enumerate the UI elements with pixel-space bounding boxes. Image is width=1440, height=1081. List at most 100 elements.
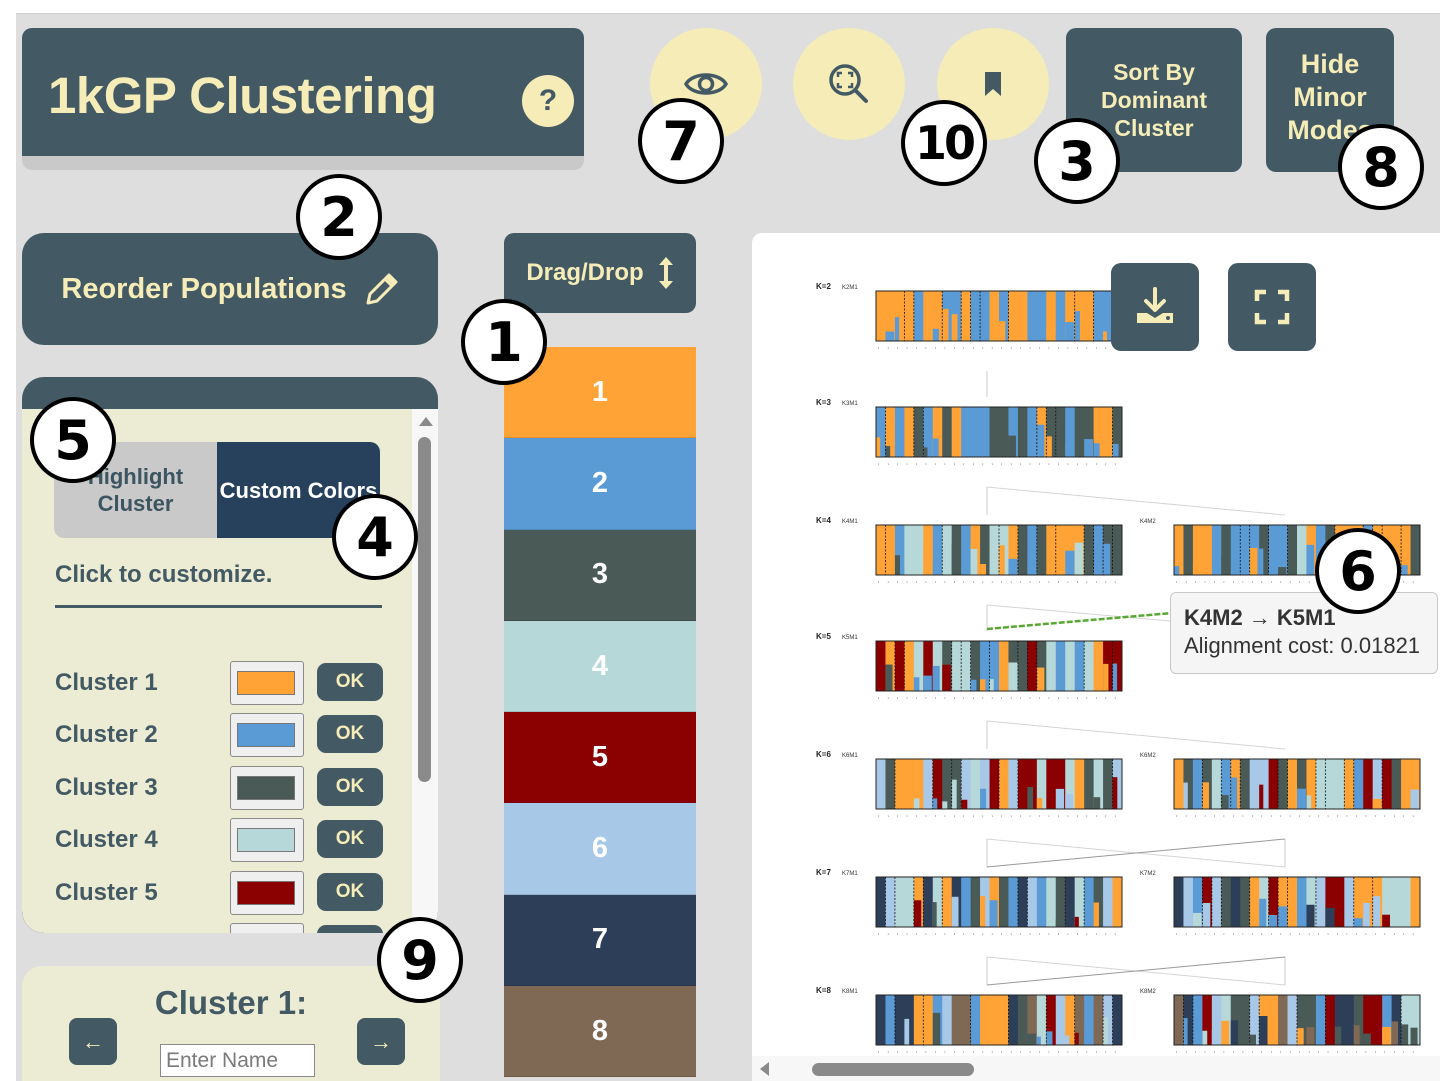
structure-bar xyxy=(970,995,981,1045)
horizontal-scrollbar[interactable] xyxy=(752,1056,1440,1081)
draggable-cluster-item[interactable]: 4 xyxy=(504,620,696,713)
structure-bar-minor xyxy=(1192,912,1202,927)
structure-bar-minor xyxy=(980,317,985,341)
reorder-populations-button[interactable]: Reorder Populations xyxy=(22,233,438,345)
population-tick-label: ʼ xyxy=(1318,816,1319,822)
population-tick-label: ʼ xyxy=(954,464,955,470)
structure-bar xyxy=(1008,995,1019,1045)
structure-bar xyxy=(1297,759,1307,809)
population-tick-label: ʼ xyxy=(878,348,879,354)
population-tick-label: ʼ xyxy=(1280,582,1281,588)
fullscreen-icon xyxy=(1254,289,1290,325)
draggable-cluster-item[interactable]: 3 xyxy=(504,529,696,621)
population-tick-label: ʼ xyxy=(916,1052,917,1056)
structure-bar xyxy=(932,759,943,809)
scrollbar-thumb[interactable] xyxy=(418,437,431,782)
ok-button[interactable]: OK xyxy=(317,873,383,911)
structure-bar-minor xyxy=(970,679,977,691)
draggable-cluster-item[interactable]: 6 xyxy=(504,803,696,895)
previous-cluster-button[interactable]: ← xyxy=(69,1018,117,1065)
structure-bar xyxy=(1065,759,1076,809)
structure-bar xyxy=(1297,525,1307,575)
structure-bar xyxy=(1046,995,1057,1045)
callout-badge: 6 xyxy=(1315,528,1401,614)
color-picker[interactable] xyxy=(230,923,304,933)
draggable-cluster-item[interactable]: 7 xyxy=(504,894,696,987)
structure-bar xyxy=(1259,759,1270,809)
structure-bar xyxy=(1249,995,1260,1045)
color-picker[interactable] xyxy=(230,818,304,862)
divider xyxy=(55,605,382,608)
scroll-up-arrow-icon[interactable] xyxy=(419,417,433,426)
color-picker[interactable] xyxy=(230,871,304,915)
population-tick-label: ʼ xyxy=(1403,582,1404,588)
population-tick-label: ʼ xyxy=(963,816,964,822)
draggable-cluster-item[interactable]: 8 xyxy=(504,986,696,1078)
structure-bar xyxy=(1008,759,1019,809)
population-tick-label: ʼ xyxy=(878,582,879,588)
population-tick-label: ʼ xyxy=(1176,582,1177,588)
structure-bar xyxy=(932,525,943,575)
population-tick-label: ʼ xyxy=(973,348,974,354)
structure-bar xyxy=(961,291,972,341)
population-tick-label: ʼ xyxy=(1048,934,1049,940)
tooltip-alignment-cost: Alignment cost: 0.01821 xyxy=(1184,633,1421,658)
structure-bar xyxy=(1084,641,1095,691)
help-button[interactable]: ? xyxy=(522,75,574,127)
bookmark-button[interactable] xyxy=(937,28,1049,140)
structure-bar xyxy=(1027,291,1038,341)
structure-bar xyxy=(1112,995,1123,1045)
population-tick-label: ʼ xyxy=(963,698,964,704)
structure-bar xyxy=(1084,291,1095,341)
next-cluster-button[interactable]: → xyxy=(357,1018,405,1065)
structure-bar xyxy=(923,759,934,809)
structure-bar xyxy=(1344,877,1355,927)
population-tick-label: ʼ xyxy=(1067,698,1068,704)
ok-button[interactable]: OK xyxy=(317,768,383,806)
structure-bar xyxy=(1211,877,1222,927)
k-label: K=5 xyxy=(816,632,831,641)
color-picker[interactable] xyxy=(230,713,304,757)
draggable-cluster-item[interactable]: 5 xyxy=(504,712,696,804)
population-tick-label: ʼ xyxy=(1039,582,1040,588)
population-tick-label: ʼ xyxy=(1280,1052,1281,1056)
ok-button[interactable] xyxy=(317,925,383,933)
scroll-left-arrow-icon[interactable] xyxy=(760,1062,769,1076)
structure-bar xyxy=(1084,995,1095,1045)
population-tick-label: ʼ xyxy=(1233,816,1234,822)
vertical-scrollbar[interactable] xyxy=(412,409,438,933)
structure-bar-minor xyxy=(1008,662,1018,691)
population-tick-label: ʼ xyxy=(1039,348,1040,354)
structure-bar xyxy=(1074,877,1085,927)
population-tick-label: ʼ xyxy=(1020,464,1021,470)
ok-button[interactable]: OK xyxy=(317,715,383,753)
color-picker[interactable] xyxy=(230,766,304,810)
structure-bar xyxy=(1174,759,1184,809)
fullscreen-button[interactable] xyxy=(1228,263,1316,351)
population-tick-label: ʼ xyxy=(1001,348,1002,354)
tab-highlight-cluster[interactable]: Highlight Cluster xyxy=(54,442,217,538)
structure-bar xyxy=(980,995,991,1045)
population-tick-label: ʼ xyxy=(1086,816,1087,822)
population-tick-label: ʼ xyxy=(906,698,907,704)
structure-bar xyxy=(1093,759,1104,809)
population-tick-label: ʼ xyxy=(1105,1052,1106,1056)
ok-button[interactable]: OK xyxy=(317,663,383,701)
structure-bar xyxy=(1401,995,1412,1045)
color-picker[interactable] xyxy=(230,661,304,705)
structure-bar-minor xyxy=(1211,1029,1218,1045)
structure-bar-minor xyxy=(1306,795,1312,809)
draggable-cluster-item[interactable]: 2 xyxy=(504,438,696,530)
population-tick-label: ʼ xyxy=(1077,816,1078,822)
population-tick-label: ʼ xyxy=(1394,934,1395,940)
k-label: K=8 xyxy=(816,986,831,995)
ok-button[interactable]: OK xyxy=(317,820,383,858)
structure-plot-frame xyxy=(1173,876,1421,928)
structure-bar-minor xyxy=(1174,566,1180,575)
focus-zoom-button[interactable] xyxy=(793,28,905,140)
download-button[interactable] xyxy=(1111,263,1199,351)
structure-bar-minor xyxy=(1103,331,1107,341)
cluster-name-input[interactable] xyxy=(160,1044,315,1077)
horizontal-scrollbar-thumb[interactable] xyxy=(812,1063,974,1076)
